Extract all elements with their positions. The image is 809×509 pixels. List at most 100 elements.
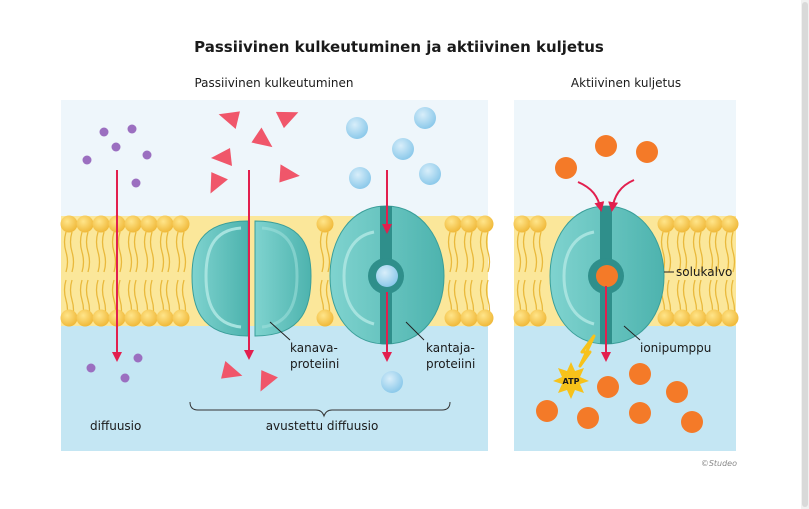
lipid-head [76, 215, 94, 233]
atp-burst: ATP [553, 334, 596, 399]
ion-triangle [251, 127, 273, 148]
ion-triangle [260, 370, 278, 392]
lipid-tail [127, 231, 133, 273]
lipid-head [721, 309, 739, 327]
orange-ion [595, 135, 617, 157]
lipid-head [673, 215, 691, 233]
blue-molecule [381, 371, 403, 393]
lipid-tail [325, 231, 331, 273]
label-channel-1: kanava- [290, 341, 338, 355]
label-carrier-1: kantaja- [426, 341, 475, 355]
lipid-tail [708, 231, 714, 273]
ion-triangle [279, 164, 300, 183]
lipid-head [172, 309, 190, 327]
lipid-tail [319, 231, 325, 273]
small-molecule [86, 363, 96, 373]
lipid-head [60, 215, 78, 233]
lipid-tail [660, 231, 666, 273]
lipid-tail [692, 231, 698, 273]
lipid-tail [516, 231, 522, 273]
scrollbar-thumb[interactable] [802, 2, 808, 507]
lipid-tail [453, 231, 459, 273]
atp-label: ATP [563, 377, 580, 386]
lipid-tail [79, 231, 85, 273]
lipid-tail [69, 231, 75, 273]
ion-triangle [218, 111, 240, 129]
lipid-head [657, 215, 675, 233]
orange-ion [681, 411, 703, 433]
lipid-head [460, 215, 478, 233]
lipid-tail [676, 231, 682, 273]
carrier-bound-molecule [376, 265, 398, 287]
ion-triangle [211, 148, 232, 166]
small-molecule [111, 142, 121, 152]
lipid-tail [532, 231, 538, 273]
orange-ion [536, 400, 558, 422]
lipid-tail [149, 231, 155, 273]
facilitated-brace [189, 401, 451, 418]
leader-lines [269, 271, 674, 341]
lipid-tail [479, 231, 485, 273]
blue-molecule [392, 138, 414, 160]
orange-ion [555, 157, 577, 179]
orange-ion [597, 376, 619, 398]
lipid-tail [682, 231, 688, 273]
lipid-tail [111, 231, 117, 273]
diagram-title: Passiivinen kulkeutuminen ja aktiivinen … [194, 38, 604, 56]
lipid-tail [133, 231, 139, 273]
lipid-tail [463, 231, 469, 273]
lipid-tail [730, 231, 736, 273]
lipid-tail [95, 231, 101, 273]
lipid-tail [85, 231, 91, 273]
lipid-tail [101, 231, 107, 273]
lipid-head [513, 309, 531, 327]
lipid-head [172, 215, 190, 233]
lipid-tail [724, 231, 730, 273]
small-molecule [131, 178, 141, 188]
lipid-tail [714, 231, 720, 273]
lipid-head [476, 215, 494, 233]
lipid-head [529, 309, 547, 327]
active-heading: Aktiivinen kuljetus [571, 76, 681, 90]
lipid-head [513, 215, 531, 233]
lipid-head [705, 215, 723, 233]
small-molecule [133, 353, 143, 363]
lipid-tail [485, 231, 491, 273]
lipid-tail [698, 231, 704, 273]
lipid-head [316, 215, 334, 233]
lipid-tail [159, 231, 165, 273]
page-scrollbar[interactable] [801, 0, 809, 509]
blue-molecule [414, 107, 436, 129]
small-molecule [142, 150, 152, 160]
orange-ion [636, 141, 658, 163]
lipid-tail [181, 231, 187, 273]
lipid-head [156, 309, 174, 327]
lipid-head [124, 309, 142, 327]
image-credit: ©Studeo [701, 459, 737, 468]
lipid-tail [666, 231, 672, 273]
lipid-tail [469, 231, 475, 273]
lipid-head [721, 215, 739, 233]
lipid-head [444, 215, 462, 233]
lipid-head [657, 309, 675, 327]
label-channel-2: proteiini [290, 357, 339, 371]
particles [82, 107, 703, 433]
lipid-head [444, 309, 462, 327]
lipid-head [705, 309, 723, 327]
blue-molecule [349, 167, 371, 189]
cut-off-caption [30, 500, 790, 509]
small-molecule [120, 373, 130, 383]
lipid-tail [447, 231, 453, 273]
transport-arrows [112, 170, 635, 362]
lipid-tail [143, 231, 149, 273]
lipid-head [140, 309, 158, 327]
ion-triangle [210, 172, 228, 194]
orange-ion [629, 363, 651, 385]
lipid-head [460, 309, 478, 327]
lipid-head [92, 309, 110, 327]
ion-triangle [221, 361, 243, 379]
lipid-head [689, 309, 707, 327]
lipid-head [92, 215, 110, 233]
lipid-head [124, 215, 142, 233]
